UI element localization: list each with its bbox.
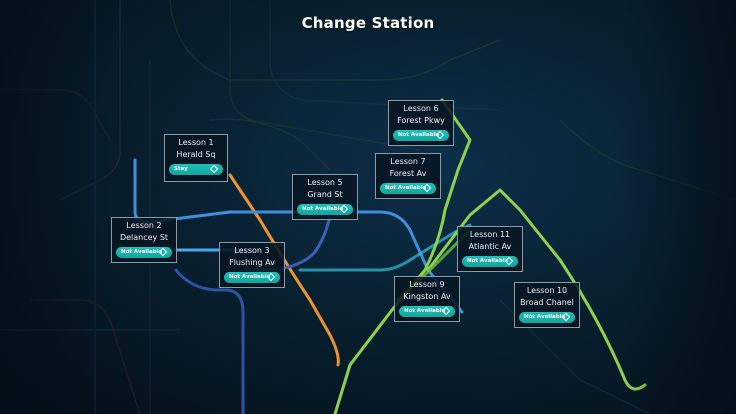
- button-label: Not Available: [398, 132, 440, 138]
- station-card-lesson-1: Lesson 1 Herald Sq Stay: [164, 134, 228, 182]
- button-label: Not Available: [524, 314, 566, 320]
- lesson-label: Lesson 2: [126, 221, 162, 230]
- station-name: Atlantic Av: [468, 242, 512, 251]
- not-available-button[interactable]: Not Available: [399, 306, 455, 317]
- button-label: Not Available: [404, 308, 446, 314]
- station-name: Kingston Av: [403, 292, 451, 301]
- station-name: Forest Av: [389, 169, 427, 178]
- not-available-button[interactable]: Not Available: [297, 204, 353, 215]
- station-name: Forest Pkwy: [397, 116, 445, 125]
- teal-line: [298, 223, 472, 272]
- station-name: Flushing Av: [229, 258, 275, 267]
- button-label: Not Available: [121, 249, 163, 255]
- lesson-label: Lesson 9: [409, 280, 445, 289]
- button-label: Not Available: [302, 206, 344, 212]
- lesson-label: Lesson 3: [234, 246, 270, 255]
- station-card-lesson-6: Lesson 6 Forest Pkwy Not Available: [388, 100, 454, 146]
- bg-line-12: [269, 0, 501, 111]
- not-available-button[interactable]: Not Available: [393, 130, 449, 141]
- bg-line-7: [30, 299, 141, 414]
- button-label: Not Available: [385, 185, 427, 191]
- orange-line: [228, 173, 340, 367]
- lesson-label: Lesson 6: [403, 104, 439, 113]
- station-card-lesson-11: Lesson 11 Atlantic Av Not Available: [457, 226, 523, 272]
- station-name: Delancey St: [119, 233, 169, 242]
- dark-blue-line: [174, 268, 245, 414]
- bg-line-11: [559, 119, 736, 201]
- station-card-lesson-7: Lesson 7 Forest Av Not Available: [375, 153, 441, 199]
- diamond-icon: [209, 164, 219, 174]
- station-card-lesson-5: Lesson 5 Grand St Not Available: [292, 174, 358, 220]
- station-name: Broad Chanel: [520, 298, 574, 307]
- bg-line-8: [209, 118, 331, 171]
- not-available-button[interactable]: Not Available: [519, 312, 575, 323]
- not-available-button[interactable]: Not Available: [380, 183, 436, 194]
- lesson-label: Lesson 1: [178, 138, 214, 147]
- page-title: Change Station: [301, 14, 435, 32]
- station-card-lesson-9: Lesson 9 Kingston Av Not Available: [394, 276, 460, 322]
- station-card-lesson-10: Lesson 10 Broad Chanel Not Available: [514, 282, 580, 328]
- lesson-label: Lesson 10: [526, 286, 568, 295]
- not-available-button[interactable]: Not Available: [224, 272, 280, 283]
- bg-line-4: [169, 0, 501, 81]
- stay-button[interactable]: Stay: [169, 164, 223, 175]
- not-available-button[interactable]: Not Available: [462, 256, 518, 267]
- station-name: Grand St: [307, 190, 343, 199]
- station-card-lesson-3: Lesson 3 Flushing Av Not Available: [219, 242, 285, 288]
- lesson-label: Lesson 7: [390, 157, 426, 166]
- bg-line-5: [229, 0, 421, 151]
- bg-line-6: [0, 89, 111, 141]
- not-available-button[interactable]: Not Available: [116, 247, 172, 258]
- station-card-lesson-2: Lesson 2 Delancey St Not Available: [111, 217, 177, 263]
- lesson-label: Lesson 5: [307, 178, 343, 187]
- button-label: Stay: [174, 166, 188, 172]
- button-label: Not Available: [229, 274, 271, 280]
- button-label: Not Available: [467, 258, 509, 264]
- station-name: Herald Sq: [176, 150, 216, 159]
- lesson-label: Lesson 11: [469, 230, 511, 239]
